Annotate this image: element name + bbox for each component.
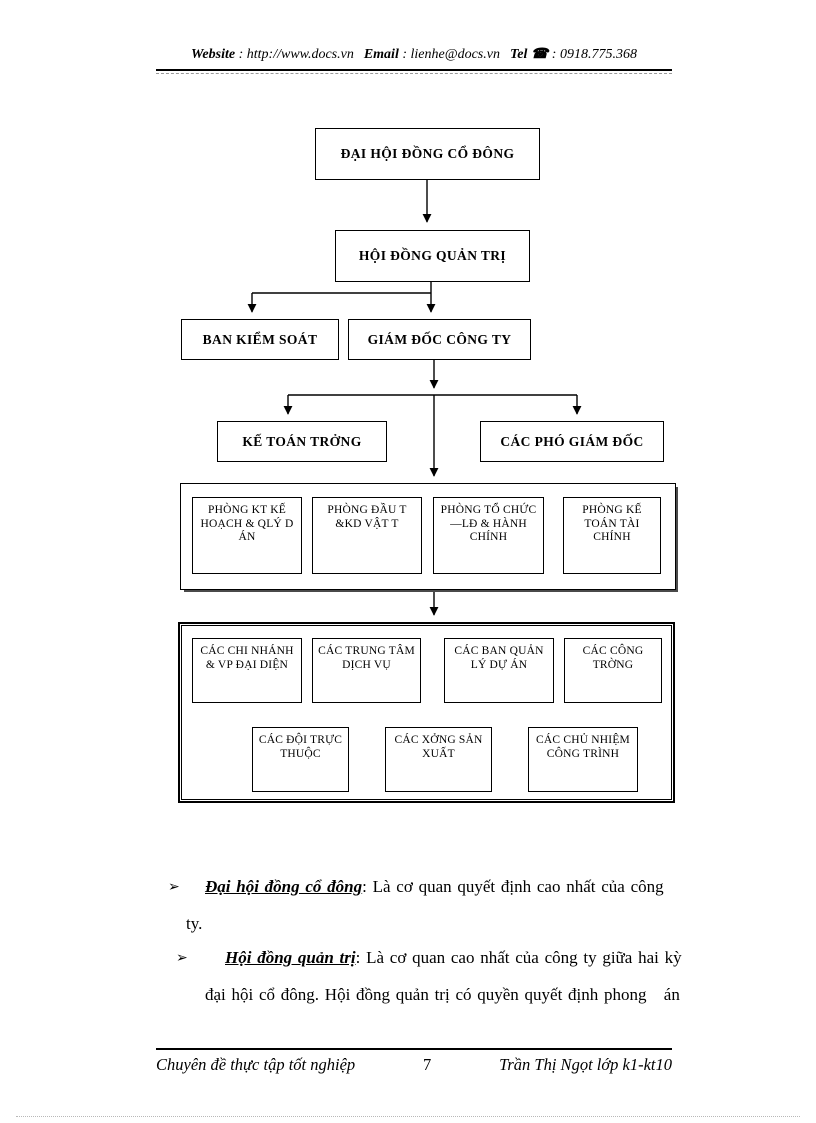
org-node-label: CÁC CHỦ NHIỆM CÔNG TRÌNH — [536, 734, 630, 760]
org-node-supervisory-board: BAN KIỂM SOÁT — [181, 319, 339, 360]
org-node-label: PHÒNG KT KẾ HOẠCH & QLÝ D ÁN — [200, 504, 294, 544]
org-node-label: PHÒNG KẾ TOÁN TÀI CHÍNH — [582, 504, 642, 544]
arrow-bullet-icon: ➢ — [168, 879, 180, 895]
bullet-line: đại hội cổ đông. Hội đồng quản trị có qu… — [205, 985, 680, 1004]
org-node-label: KẾ TOÁN TRỞNG — [242, 433, 362, 449]
org-node-label: HỘI ĐỒNG QUẢN TRỊ — [358, 248, 507, 264]
header-rule-dashed — [156, 73, 672, 74]
org-node-construction-sites: CÁC CÔNG TRỜNG — [564, 638, 662, 703]
org-node-label: ĐẠI HỘI ĐỒNG CỔ ĐÔNG — [340, 146, 515, 162]
org-node-dept-finance-accounting: PHÒNG KẾ TOÁN TÀI CHÍNH — [563, 497, 661, 574]
footer-author: Trần Thị Ngọt lớp k1-kt10 — [499, 1055, 673, 1074]
website-label: Website — [191, 47, 236, 62]
phone-icon: ☎ — [530, 47, 549, 62]
org-node-dept-planning: PHÒNG KT KẾ HOẠCH & QLÝ D ÁN — [192, 497, 302, 574]
header-rule — [156, 69, 672, 71]
org-node-dept-investment: PHÒNG ĐẦU T &KD VẬT T — [312, 497, 422, 574]
org-node-label: CÁC XỞNG SẢN XUẤT — [394, 734, 483, 760]
org-node-company-director: GIÁM ĐỐC CÔNG TY — [348, 319, 531, 360]
org-node-label: PHÒNG TỔ CHỨC —LĐ & HÀNH CHÍNH — [440, 504, 537, 544]
bullet-line: Hội đồng quản trị: Là cơ quan cao nhất c… — [160, 939, 708, 976]
org-node-project-managers: CÁC CHỦ NHIỆM CÔNG TRÌNH — [528, 727, 638, 792]
footer-rule — [156, 1048, 672, 1050]
org-node-label: CÁC PHÓ GIÁM ĐỐC — [500, 433, 644, 449]
page-number: 7 — [423, 1055, 432, 1074]
bullet-line: Đại hội đồng cổ đông: Là cơ quan quyết đ… — [160, 868, 708, 905]
org-node-label: GIÁM ĐỐC CÔNG TY — [367, 331, 512, 347]
website-value: : http://www.docs.vn — [235, 47, 354, 62]
org-node-project-management-boards: CÁC BAN QUẢN LÝ DỰ ÁN — [444, 638, 554, 703]
bullet-text: Là cơ quan cao nhất của công ty giữa hai… — [360, 948, 682, 967]
units-group-inner-frame — [181, 625, 672, 800]
org-node-label: BAN KIỂM SOÁT — [202, 331, 318, 347]
org-node-service-centers: CÁC TRUNG TÂM DỊCH VỤ — [312, 638, 421, 703]
org-node-chief-accountant: KẾ TOÁN TRỞNG — [217, 421, 387, 462]
org-node-label: CÁC TRUNG TÂM DỊCH VỤ — [318, 645, 415, 671]
bullet-term: Hội đồng quản trị — [225, 948, 356, 967]
org-node-shareholders-assembly: ĐẠI HỘI ĐỒNG CỔ ĐÔNG — [315, 128, 540, 180]
email-value: : lienhe@docs.vn — [398, 47, 500, 62]
org-node-board-of-directors: HỘI ĐỒNG QUẢN TRỊ — [335, 230, 530, 282]
bullet-text: Là cơ quan quyết định cao nhất của công — [366, 877, 664, 896]
bullet-board-of-directors: ➢ Hội đồng quản trị: Là cơ quan cao nhất… — [160, 939, 708, 1013]
org-node-label: CÁC BAN QUẢN LÝ DỰ ÁN — [454, 645, 544, 671]
tel-value: : 0918.775.368 — [548, 47, 637, 62]
arrow-bullet-icon: ➢ — [176, 950, 188, 966]
page-footer: Chuyên đề thực tập tốt nghiệp 7 Trần Thị… — [156, 1052, 672, 1078]
org-node-label: CÁC CÔNG TRỜNG — [582, 645, 644, 671]
org-node-label: CÁC CHI NHÁNH & VP ĐẠI DIỆN — [200, 645, 294, 671]
org-node-label: PHÒNG ĐẦU T &KD VẬT T — [327, 504, 407, 530]
org-node-production-workshops: CÁC XỞNG SẢN XUẤT — [385, 727, 492, 792]
page-header: Website : http://www.docs.vn Email : lien… — [156, 46, 672, 63]
page-bottom-dotted-rule — [16, 1116, 800, 1117]
org-node-subordinate-teams: CÁC ĐỘI TRỰC THUỘC — [252, 727, 349, 792]
org-node-label: CÁC ĐỘI TRỰC THUỘC — [258, 734, 343, 760]
bullet-sep: : — [362, 877, 367, 896]
bullet-shareholders-assembly: ➢ Đại hội đồng cổ đông: Là cơ quan quyết… — [160, 868, 708, 942]
org-node-dept-organization-admin: PHÒNG TỔ CHỨC —LĐ & HÀNH CHÍNH — [433, 497, 544, 574]
footer-document-title: Chuyên đề thực tập tốt nghiệp — [156, 1055, 356, 1074]
org-node-deputy-directors: CÁC PHÓ GIÁM ĐỐC — [480, 421, 664, 462]
bullet-sep: : — [355, 948, 361, 967]
bullet-term: Đại hội đồng cổ đông — [205, 877, 363, 896]
tel-label: Tel — [509, 47, 528, 62]
bullet-line: ty. — [186, 914, 203, 933]
org-chart-connectors — [247, 178, 582, 616]
email-label: Email — [363, 47, 399, 62]
org-node-branches-offices: CÁC CHI NHÁNH & VP ĐẠI DIỆN — [192, 638, 302, 703]
